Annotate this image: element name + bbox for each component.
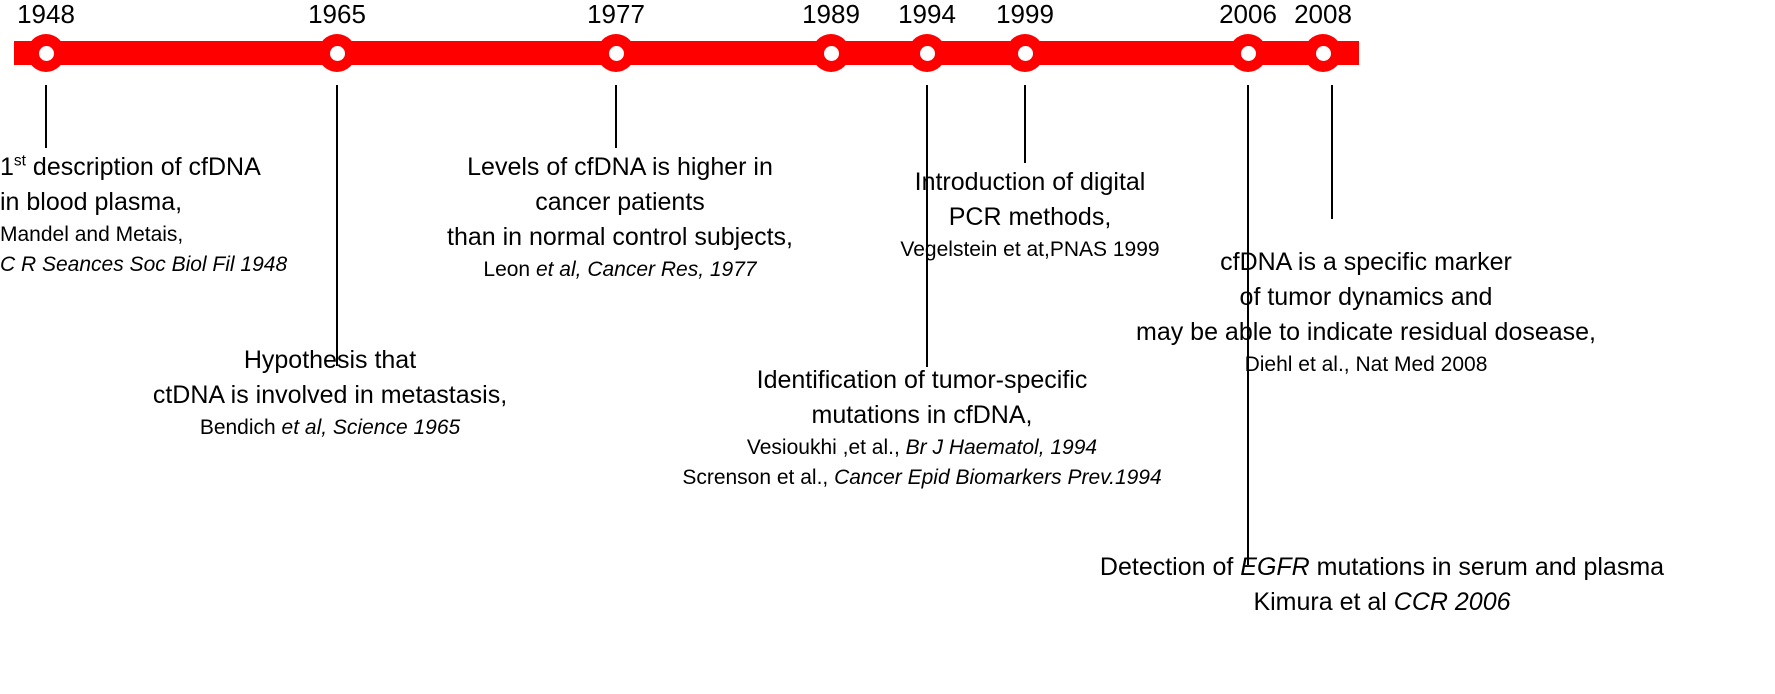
event-1994-citation-2-author: Screnson et al.,: [682, 466, 835, 489]
timeline-node-1965: [318, 34, 356, 72]
event-1977-citation-author: Leon: [483, 258, 536, 281]
event-2006-gene-name: EGFR: [1240, 553, 1310, 581]
event-1994-line-2: mutations in cfDNA,: [811, 401, 1033, 429]
event-block-1965: Hypothesis that ctDNA is involved in met…: [153, 343, 507, 443]
event-1994-citation-2: Screnson et al., Cancer Epid Biomarkers …: [682, 463, 1161, 493]
event-1994-citation-1: Vesioukhi ,et al., Br J Haematol, 1994: [682, 433, 1161, 463]
timeline-axis-bar: [14, 41, 1359, 65]
event-block-1994: Identification of tumor-specific mutatio…: [682, 363, 1161, 493]
event-1965-line-2: ctDNA is involved in metastasis,: [152, 381, 508, 409]
event-1948-line-2: in blood plasma,: [0, 188, 183, 216]
event-1977-line-1: Levels of cfDNA is higher in: [467, 153, 773, 181]
event-1965-citation-journal: et al, Science 1965: [281, 416, 461, 439]
year-label-1965: 1965: [308, 0, 366, 29]
leader-line-1999: [1024, 85, 1026, 163]
event-2008-line-1: cfDNA is a specific marker: [1220, 248, 1512, 276]
event-2006-citation-journal: CCR 2006: [1393, 588, 1511, 616]
timeline-node-1977: [597, 34, 635, 72]
event-1977-citation-journal: et al, Cancer Res, 1977: [535, 258, 757, 281]
year-label-1977: 1977: [587, 0, 645, 29]
timeline-node-1994: [908, 34, 946, 72]
event-2006-line-1-suffix: mutations in serum and plasma: [1309, 553, 1665, 581]
leader-line-1965: [336, 85, 338, 366]
leader-line-2008: [1331, 85, 1333, 219]
event-block-1999: Introduction of digital PCR methods, Veg…: [900, 165, 1159, 265]
event-2008-line-3: may be able to indicate residual dosease…: [1135, 318, 1597, 346]
year-label-1989: 1989: [802, 0, 860, 29]
event-block-1948: 1st description of cfDNA in blood plasma…: [0, 150, 287, 280]
timeline-node-1999: [1006, 34, 1044, 72]
event-1965-line-1: Hypothesis that: [243, 346, 417, 374]
event-1994-citation-1-author: Vesioukhi ,et al.,: [746, 436, 906, 459]
event-1948-line-1: 1st description of cfDNA: [0, 150, 287, 185]
year-label-2008: 2008: [1294, 0, 1352, 29]
event-1948-ordinal-suffix: st: [13, 152, 26, 170]
event-1977-citation: Leon et al, Cancer Res, 1977: [447, 255, 793, 285]
event-1994-citation-2-journal: Cancer Epid Biomarkers Prev.1994: [834, 466, 1162, 489]
leader-line-1994: [926, 85, 928, 367]
timeline-node-2006: [1229, 34, 1267, 72]
event-1994-citation-1-journal: Br J Haematol, 1994: [905, 436, 1098, 459]
event-1999-line-2: PCR methods,: [948, 203, 1112, 231]
event-1977-line-3: than in normal control subjects,: [446, 223, 794, 251]
event-2008-line-2: of tumor dynamics and: [1239, 283, 1493, 311]
timeline-node-2008: [1304, 34, 1342, 72]
event-1965-citation-author: Bendich: [199, 416, 282, 439]
event-1948-citation-journal: C R Seances Soc Biol Fil 1948: [0, 253, 288, 276]
event-1999-line-1: Introduction of digital: [914, 168, 1146, 196]
leader-line-2006: [1247, 85, 1249, 565]
event-1948-citation-authors: Mandel and Metais,: [0, 223, 184, 246]
leader-line-1977: [615, 85, 617, 148]
event-2006-line-1-prefix: Detection of: [1099, 553, 1241, 581]
timeline-node-1989: [812, 34, 850, 72]
event-1994-line-1: Identification of tumor-specific: [756, 366, 1088, 394]
year-label-1999: 1999: [996, 0, 1054, 29]
event-block-2008: cfDNA is a specific marker of tumor dyna…: [1136, 245, 1596, 380]
year-label-2006: 2006: [1219, 0, 1277, 29]
event-2006-line-1: Detection of EGFR mutations in serum and…: [1100, 550, 1664, 585]
event-1948-ordinal: 1: [0, 153, 14, 181]
event-1977-line-2: cancer patients: [535, 188, 705, 216]
leader-line-1948: [45, 85, 47, 148]
timeline-node-1948: [27, 34, 65, 72]
event-1948-line-1-rest: description of cfDNA: [25, 153, 261, 181]
event-block-1977: Levels of cfDNA is higher in cancer pati…: [447, 150, 793, 285]
event-1999-citation: Vegelstein et at,PNAS 1999: [900, 238, 1160, 261]
event-2006-citation-author: Kimura et al: [1253, 588, 1394, 616]
event-2006-citation: Kimura et al CCR 2006: [1100, 585, 1664, 620]
event-block-2006: Detection of EGFR mutations in serum and…: [1100, 550, 1664, 620]
event-1965-citation: Bendich et al, Science 1965: [153, 413, 507, 443]
year-label-1994: 1994: [898, 0, 956, 29]
event-2008-citation: Diehl et al., Nat Med 2008: [1244, 353, 1488, 376]
year-label-1948: 1948: [17, 0, 75, 29]
